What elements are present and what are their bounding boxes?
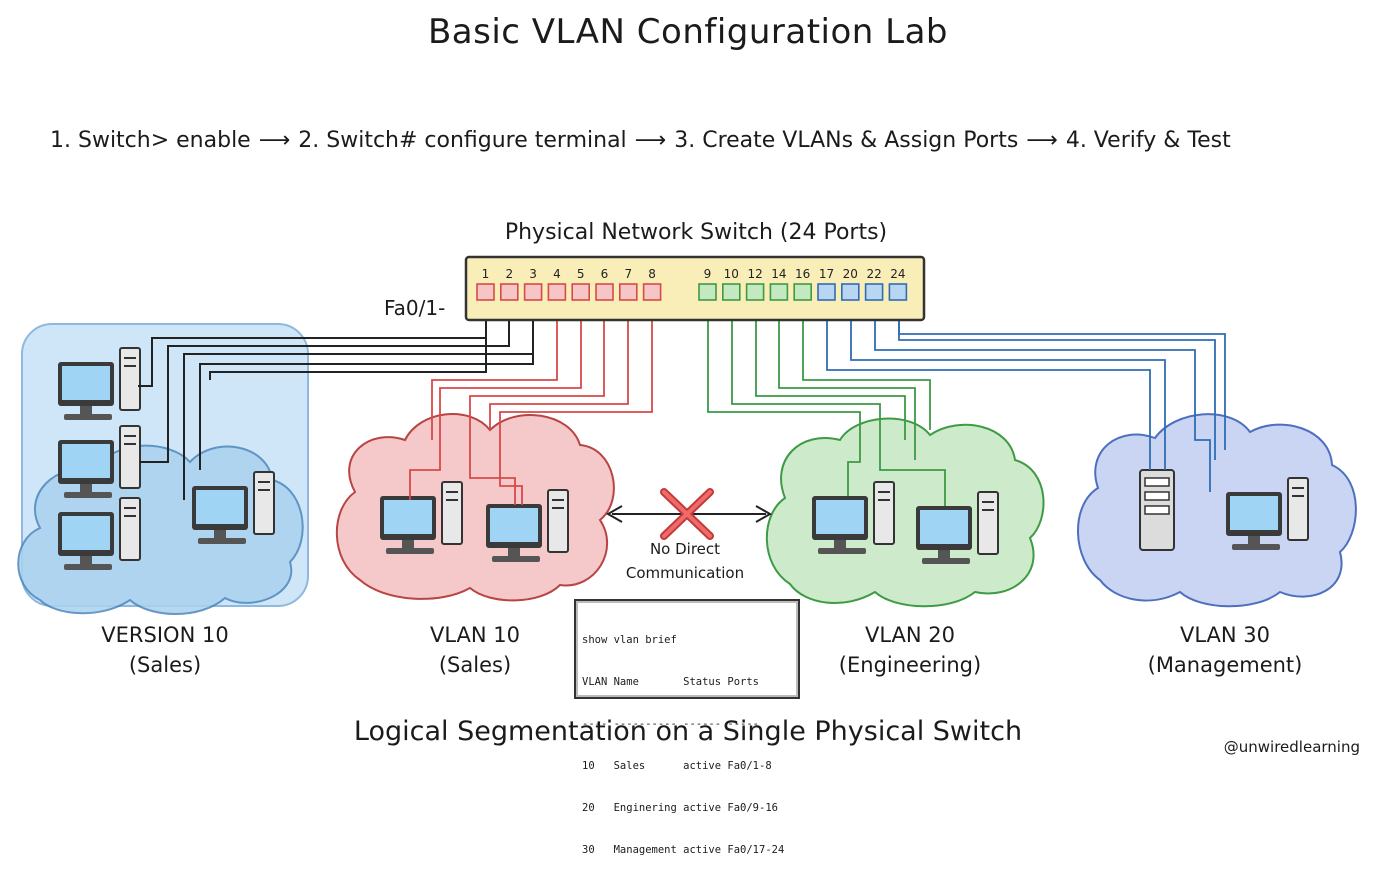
switch-port: [698, 283, 717, 301]
terminal-header: VLAN Name Status Ports: [582, 676, 760, 688]
switch-port: [864, 283, 884, 301]
vlan-10-group: [335, 413, 615, 602]
port-number: 24: [890, 267, 905, 281]
switch-port: [793, 283, 813, 301]
port-number: 17: [819, 267, 834, 281]
no-direct-line1: No Direct: [649, 540, 721, 558]
server-icon: [1139, 469, 1175, 551]
port-number: 10: [724, 267, 739, 281]
cables-vlan-10: [409, 300, 653, 505]
port-number: 7: [624, 267, 632, 281]
group-name: VERSION 10: [101, 623, 229, 647]
switch-port: [499, 283, 519, 301]
port-number: 16: [795, 267, 810, 281]
switch-port: [888, 283, 908, 301]
port-number: 5: [577, 267, 585, 281]
port-number: 6: [601, 267, 609, 281]
step-arrow-icon: ⟶: [634, 128, 667, 153]
port-number: 20: [843, 267, 858, 281]
terminal-row: 20 Enginering active Fa0/9-16: [582, 802, 778, 814]
switch-port: [642, 283, 662, 301]
switch-port: [840, 283, 860, 301]
vlan-30-group: [1077, 413, 1357, 608]
switch-port: [476, 283, 495, 301]
terminal-row: 30 Management active Fa0/17-24: [582, 844, 785, 856]
step-4: 4. Verify & Test: [1065, 128, 1231, 153]
switch-port: [595, 283, 614, 301]
step-3: 3. Create VLANs & Assign Ports: [674, 128, 1019, 153]
no-direct-label: No Direct Communication: [610, 537, 760, 585]
step-arrow-icon: ⟶: [1026, 128, 1058, 153]
interface-label: Fa0/1-: [384, 296, 446, 320]
step-arrow-icon: ⟶: [258, 128, 291, 153]
switch-port: [523, 283, 543, 301]
diagram-canvas: Basic VLAN Configuration Lab 1. Switch> …: [17, 12, 1360, 856]
port-number: 4: [553, 267, 561, 281]
port-number: 1: [482, 267, 490, 281]
switch-port: [547, 283, 567, 301]
group-dept: (Management): [1147, 653, 1303, 677]
port-number: 2: [505, 267, 513, 281]
port-number: 22: [866, 267, 881, 281]
cables-version-10: [138, 300, 534, 500]
switch-title: Physical Network Switch (24 Ports): [504, 220, 888, 245]
diagram-title: Basic VLAN Configuration Lab: [427, 12, 949, 52]
vlan-20-group: [765, 417, 1045, 608]
credit-handle: @unwiredlearning: [1223, 738, 1360, 756]
cables-vlan-20: [707, 300, 946, 506]
group-label-vlan-10: VLAN 10 (Sales): [400, 620, 550, 680]
group-dept: (Engineering): [838, 653, 982, 677]
port-number: 3: [529, 267, 537, 281]
group-dept: (Sales): [128, 653, 202, 677]
group-name: VLAN 10: [429, 623, 521, 647]
step-2: 2. Switch# configure terminal: [298, 128, 627, 153]
port-number: 8: [648, 267, 656, 281]
port-number: 12: [747, 267, 762, 281]
group-dept: (Sales): [438, 653, 512, 677]
switch-port: [618, 283, 638, 301]
port-number: 9: [704, 267, 712, 281]
step-1: 1. Switch> enable: [50, 128, 251, 153]
group-name: VLAN 30: [1179, 623, 1271, 647]
terminal-command: show vlan brief: [582, 634, 677, 646]
blocked-x-icon: [660, 488, 714, 540]
no-direct-line2: Communication: [625, 564, 745, 582]
group-label-vlan-20: VLAN 20 (Engineering): [820, 620, 1000, 680]
switch-ports: [476, 283, 908, 301]
steps-row: 1. Switch> enable ⟶ 2. Switch# configure…: [50, 128, 1350, 153]
version-10-group: [17, 323, 309, 615]
group-name: VLAN 20: [864, 623, 956, 647]
port-number: 14: [771, 267, 786, 281]
switch-port: [769, 283, 789, 301]
bottom-caption: Logical Segmentation on a Single Physica…: [353, 716, 1023, 747]
terminal-divider: ---- ---------- ------ -----: [582, 718, 760, 730]
group-label-vlan-30: VLAN 30 (Management): [1130, 620, 1320, 680]
switch-port: [571, 283, 591, 301]
group-label-version-10: VERSION 10 (Sales): [90, 620, 240, 680]
terminal-row: 10 Sales active Fa0/1-8: [582, 760, 772, 772]
vlan-brief-terminal: show vlan brief VLAN Name Status Ports -…: [574, 599, 800, 856]
switch-port: [745, 283, 765, 301]
switch-port: [817, 283, 836, 301]
switch-port: [721, 283, 741, 301]
